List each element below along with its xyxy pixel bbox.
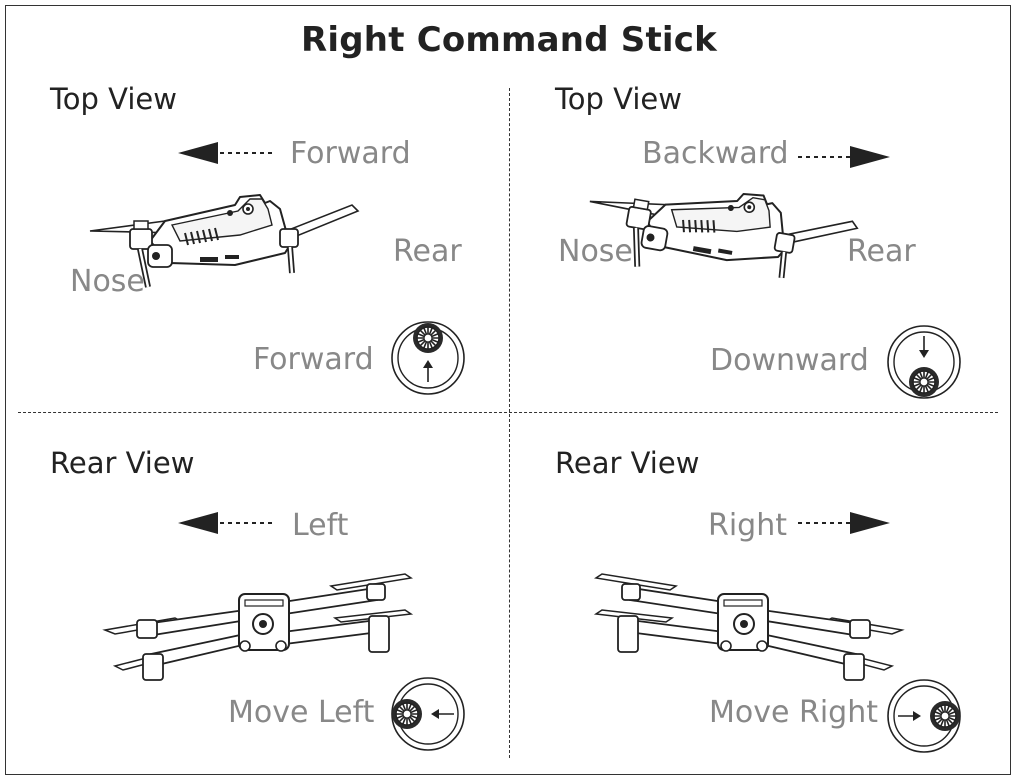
panel-3-stick-action: Move Left (228, 695, 375, 730)
panel-2-stick-action: Downward (710, 343, 869, 378)
drone-rear-icon (595, 573, 903, 681)
arrow-left-icon (178, 142, 272, 164)
panel-1-nose-label: Nose (70, 264, 145, 299)
arrow-right-icon (798, 512, 890, 534)
panel-1-direction: Forward (290, 136, 411, 171)
panel-4-view-label: Rear View (555, 446, 700, 480)
panel-2-view-label: Top View (555, 82, 682, 116)
panel-1-rear-label: Rear (393, 234, 462, 269)
stick-right-icon (887, 679, 961, 753)
stick-down-icon (887, 325, 961, 399)
page-title: Right Command Stick (301, 20, 717, 60)
arrow-left-icon (178, 512, 272, 534)
horizontal-divider (18, 412, 998, 413)
diagram-frame (5, 5, 1011, 775)
panel-2-direction: Backward (642, 136, 789, 171)
panel-1-view-label: Top View (50, 82, 177, 116)
panel-2-rear-label: Rear (847, 234, 916, 269)
stick-up-icon (391, 321, 465, 395)
panel-4-direction: Right (708, 508, 787, 543)
arrow-right-icon (798, 146, 890, 168)
panel-2-nose-label: Nose (558, 234, 633, 269)
panel-4-stick-action: Move Right (709, 695, 878, 730)
vertical-divider (509, 88, 510, 758)
stick-left-icon (391, 677, 465, 751)
panel-3-direction: Left (292, 508, 349, 543)
panel-3-view-label: Rear View (50, 446, 195, 480)
drone-rear-icon (104, 573, 412, 681)
panel-1-stick-action: Forward (253, 342, 374, 377)
